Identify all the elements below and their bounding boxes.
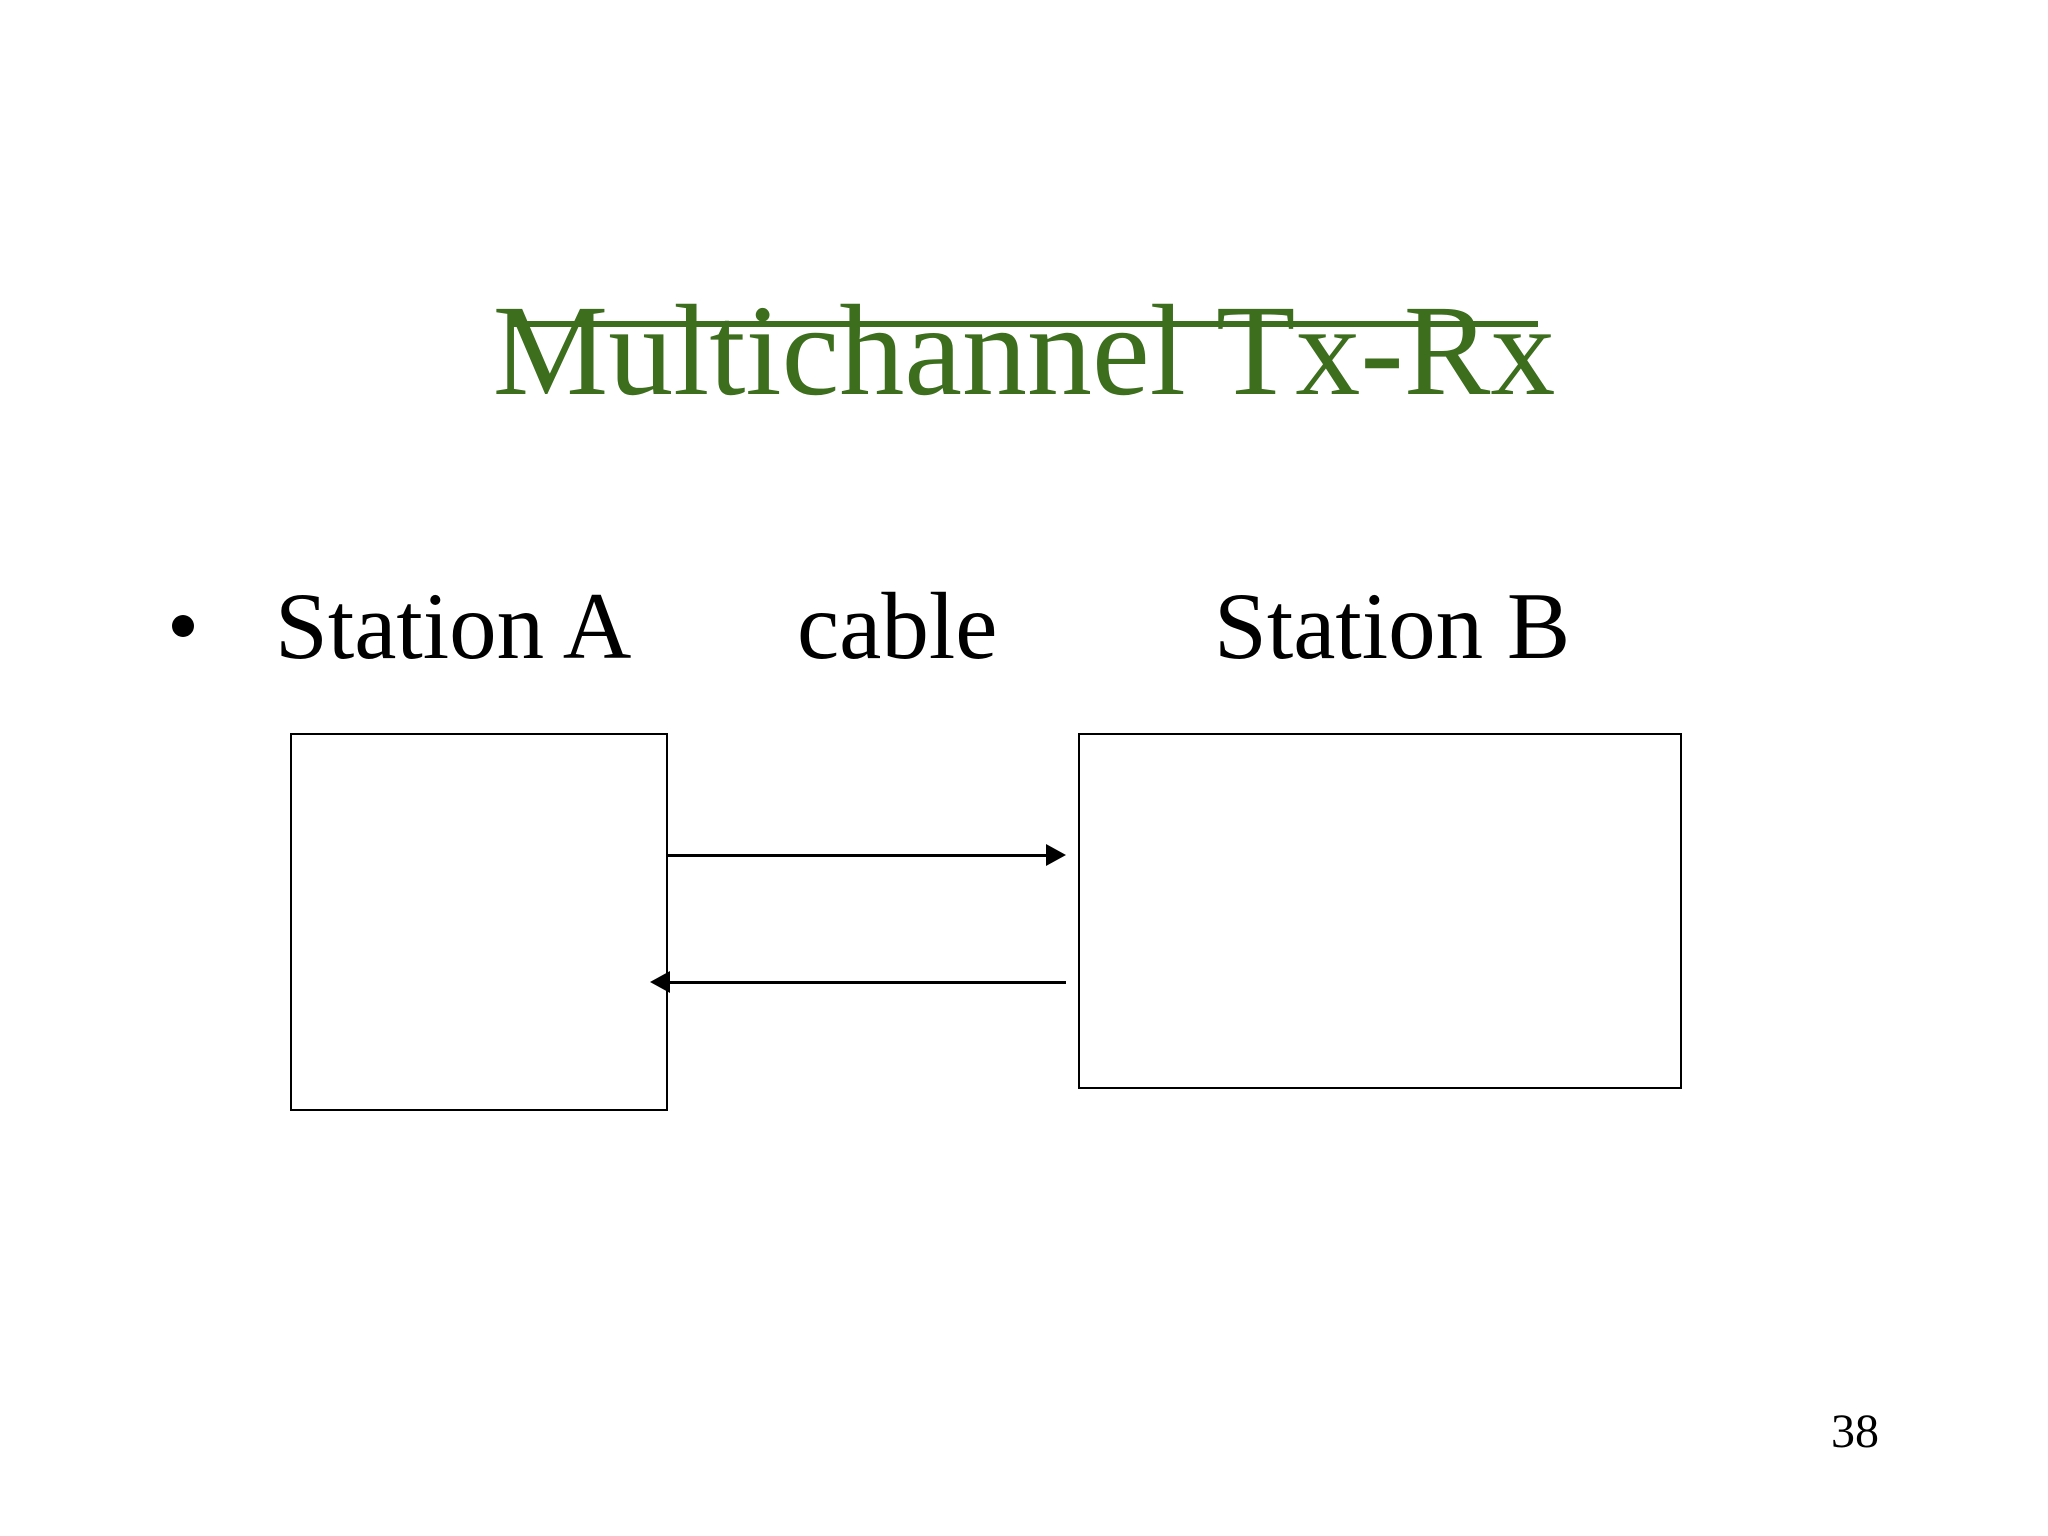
title-underline	[510, 321, 1538, 327]
slide-title: Multichannel Tx-Rx	[492, 279, 1556, 424]
arrow-b-to-a-line	[670, 981, 1066, 984]
arrow-a-to-b-line	[668, 854, 1048, 857]
page-number: 38	[1831, 1405, 1879, 1458]
right-arrow-icon	[1046, 844, 1066, 866]
left-arrow-icon	[650, 971, 670, 993]
label-station-a: Station A	[275, 573, 632, 679]
label-station-b: Station B	[1214, 573, 1571, 679]
label-cable: cable	[797, 573, 998, 679]
bullet-marker	[172, 615, 194, 637]
station-b-box	[1078, 733, 1682, 1089]
station-a-box	[290, 733, 668, 1111]
